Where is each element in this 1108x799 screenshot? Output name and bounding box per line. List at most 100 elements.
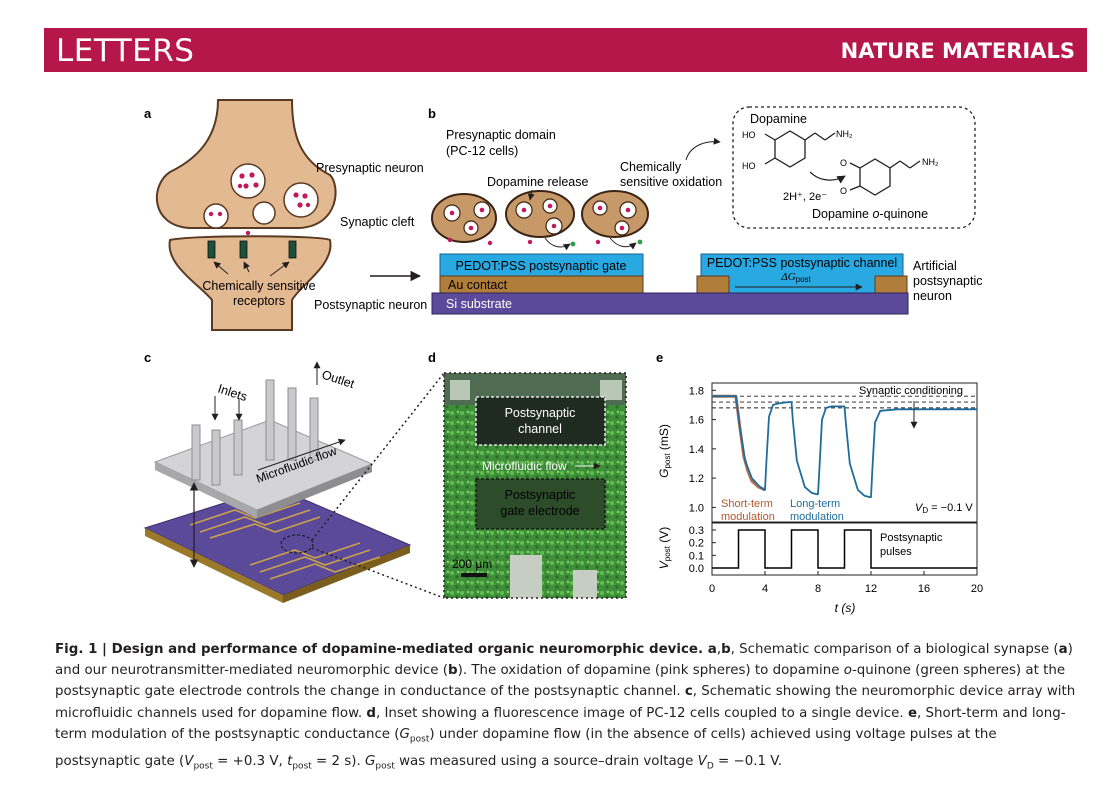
label-artificial-3: neuron: [913, 289, 952, 303]
ylabel-gpost: Gpost (mS): [657, 424, 672, 478]
image-light-stripe-2: [600, 380, 622, 400]
pc12-cells: [431, 190, 649, 243]
cap-o: o: [843, 663, 852, 679]
label-inlets: Inlets: [216, 382, 249, 405]
y-tick-label-top: 1.6: [689, 415, 704, 427]
image-light-stripe-1: [450, 380, 470, 400]
release-pointer: [527, 189, 535, 201]
y-tick-label-bottom: 0.0: [689, 563, 704, 575]
label-nh2-2: NH₂: [922, 157, 939, 167]
panel-c: c Inlets Outlet Microflu: [143, 350, 445, 603]
cap-text-1: , Schematic comparison of a biological s…: [730, 642, 1059, 657]
label-o-1: O: [840, 158, 847, 168]
release-arrow-2: [609, 237, 637, 250]
au-contact-right: [874, 275, 908, 294]
panel-a-letter: a: [144, 106, 152, 121]
image-frame: [443, 372, 627, 599]
pdms-side: [257, 464, 372, 518]
cap-text-8: ) under dopamine flow (in the absence of…: [55, 726, 997, 769]
x-tick-label: 20: [971, 583, 983, 595]
image-bottom-stripe-1: [510, 555, 542, 598]
label-channel-2: channel: [518, 422, 562, 436]
x-tick-label: 12: [865, 583, 877, 595]
au-contact-left: [696, 275, 730, 294]
cap-text-4: -quinone (green spheres) at the postsyna…: [55, 663, 1066, 700]
si-substrate: [431, 292, 909, 315]
zoom-line-top: [311, 372, 445, 541]
journal-banner: LETTERS NATURE MATERIALS: [44, 28, 1087, 72]
label-dopamine-release: Dopamine release: [487, 175, 588, 189]
dopamine-structure: [764, 130, 921, 196]
cap-vd: V: [697, 753, 707, 769]
ylabel-vpost: Vpost (V): [657, 527, 672, 569]
annot-short-term-1: Short-term: [721, 498, 773, 510]
scale-bar: [461, 573, 487, 577]
label-channel-1: Postsynaptic: [505, 406, 576, 420]
chip-front: [145, 528, 283, 603]
y-tick-label-top: 1.2: [689, 473, 704, 485]
cap-v-sub: post: [193, 761, 213, 772]
device-spot: [280, 534, 314, 554]
label-delta-g: ΔGpost: [780, 271, 811, 284]
cap-text-12: = −0.1 V.: [713, 753, 782, 769]
y-tick-label-bottom: 0.1: [689, 550, 704, 562]
panel-d-letter: d: [428, 350, 436, 365]
cap-g2: G: [365, 753, 376, 769]
x-tick-label: 16: [918, 583, 930, 595]
chemistry-box: [732, 106, 976, 229]
label-chem-ox-2: sensitive oxidation: [620, 175, 722, 189]
vesicles: [203, 163, 319, 229]
label-nh2-1: NH₂: [836, 129, 853, 139]
annot-pulses-1: Postsynaptic: [880, 532, 943, 544]
label-receptors-1: Chemically sensitive: [202, 279, 315, 293]
y-tick-label-bottom: 0.3: [689, 525, 704, 537]
image-bottom-stripe-2: [573, 570, 597, 598]
cap-text-10: = 2 s).: [311, 753, 366, 769]
chip-traces: [189, 502, 381, 580]
cap-a: a: [703, 642, 717, 657]
label-presynaptic-domain-2: (PC-12 cells): [446, 144, 518, 158]
label-pedot-gate: PEDOT:PSS postsynaptic gate: [456, 259, 627, 273]
y-tick-label-top: 1.0: [689, 502, 704, 514]
receptors: [207, 240, 297, 259]
cap-t: t: [287, 753, 293, 769]
cap-b: b: [721, 642, 731, 657]
release-arrow: [544, 237, 571, 251]
series-line-long-term: [712, 395, 977, 499]
label-synaptic-cleft: Synaptic cleft: [340, 215, 415, 229]
label-outlet: Outlet: [320, 368, 357, 392]
chem-ox-arrow: [685, 137, 721, 161]
panel-e-letter: e: [656, 350, 663, 365]
label-presynaptic-domain-1: Presynaptic domain: [446, 128, 556, 142]
cap-vd-sub: D: [706, 761, 714, 772]
pdms-front: [155, 462, 257, 518]
channel-dark: [476, 397, 605, 445]
cap-text-5: , Schematic showing the neuromorphic dev…: [55, 684, 1076, 721]
receptor-arrows: [213, 261, 290, 277]
cap-text-9: = +0.3 V,: [212, 753, 288, 769]
cap-e-letter: e: [907, 705, 918, 721]
label-scale: 200 μm: [452, 557, 492, 571]
annot-pulses-2: pulses: [880, 546, 912, 558]
xlabel: t (s): [835, 601, 856, 615]
label-ho-2: HO: [742, 161, 756, 171]
pdms-top: [153, 419, 374, 511]
plot-frame-bottom: [711, 522, 978, 576]
label-postsynaptic-neuron: Postsynaptic neuron: [314, 298, 427, 312]
tubes: [191, 379, 319, 486]
figure-1: a Presynaptic neuron Syn: [143, 99, 983, 615]
panel-c-letter: c: [144, 350, 151, 365]
label-gate-2: gate electrode: [500, 504, 579, 518]
cap-v: V: [184, 753, 194, 769]
section-title: LETTERS: [56, 33, 195, 69]
cap-text-3: ). The oxidation of dopamine (pink spher…: [457, 663, 844, 679]
annot-short-term-2: modulation: [721, 511, 775, 523]
panel-b: b Presynaptic domain (PC-12 cells) Dopam…: [428, 106, 982, 315]
y-tick-label-top: 1.4: [689, 444, 704, 456]
x-tick-label: 0: [709, 583, 715, 595]
label-si-substrate: Si substrate: [446, 297, 512, 311]
label-presynaptic-neuron: Presynaptic neuron: [316, 161, 424, 175]
cap-text-11: was measured using a source–drain voltag…: [394, 753, 698, 769]
series-line-pulses: [712, 529, 977, 569]
